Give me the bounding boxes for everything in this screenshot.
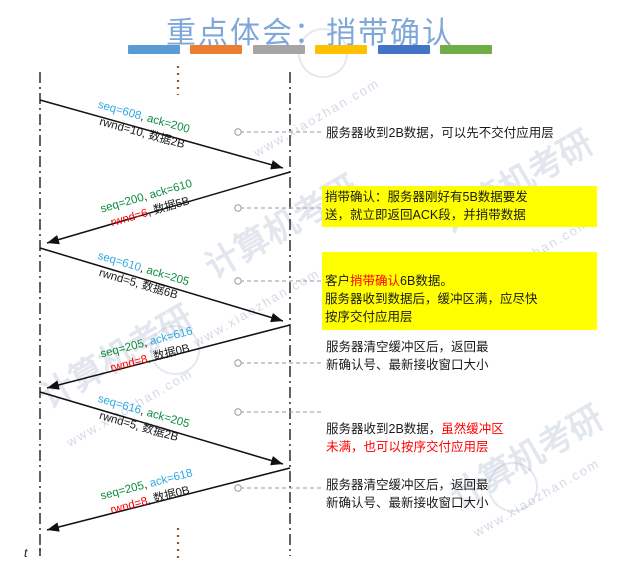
note-5: 服务器收到2B数据，虽然缓冲区 未满，也可以按序交付应用层 — [326, 402, 504, 456]
message-arrow-3 — [39, 247, 284, 323]
time-axis-label: t — [24, 546, 28, 560]
rule-bar-5 — [377, 45, 430, 54]
leader-bullet-3 — [234, 277, 242, 285]
leader-bullet-1 — [234, 128, 242, 136]
rule-bar-6 — [439, 45, 492, 54]
message-arrow-5 — [39, 391, 284, 466]
note-5-seg-2: 虽然缓冲区 未满，也可以按序交付应用层 — [326, 422, 504, 455]
title-rule-bars — [128, 45, 492, 54]
note-3-seg-1: 客户 — [325, 274, 351, 289]
message-arrow-6 — [46, 467, 291, 532]
leader-bullet-4 — [234, 359, 242, 367]
note-3-seg-3: 6B数据。 服务器收到数据后，缓冲区满，应尽快 按序交付应用层 — [325, 274, 538, 325]
rule-bar-1 — [128, 45, 180, 54]
rule-bar-2 — [190, 45, 243, 54]
note-4: 服务器清空缓冲区后，返回最 新确认号、最新接收窗口大小 — [326, 340, 489, 373]
message-arrow-1 — [39, 99, 284, 170]
leader-bullet-6 — [234, 484, 242, 492]
message-arrow-4 — [46, 324, 291, 390]
note-2: 捎带确认：服务器刚好有5B数据要发 送，就立即返回ACK段，并捎带数据 — [322, 186, 597, 228]
note-3: 客户捎带确认6B数据。 服务器收到数据后，缓冲区满，应尽快 按序交付应用层 — [322, 252, 597, 330]
note-5-seg-1: 服务器收到2B数据， — [326, 422, 442, 437]
note-1: 服务器收到2B数据，可以先不交付应用层 — [326, 126, 554, 140]
note-3-seg-2: 捎带确认 — [350, 274, 401, 289]
message-arrow-2 — [46, 171, 291, 245]
leader-bullet-2 — [234, 204, 242, 212]
rule-bar-3 — [252, 45, 305, 54]
note-6: 服务器清空缓冲区后，返回最 新确认号、最新接收窗口大小 — [326, 478, 489, 511]
leader-bullet-5 — [234, 408, 242, 416]
rule-bar-4 — [315, 45, 368, 54]
page-title: 重点体会：捎带确认 — [166, 17, 454, 50]
